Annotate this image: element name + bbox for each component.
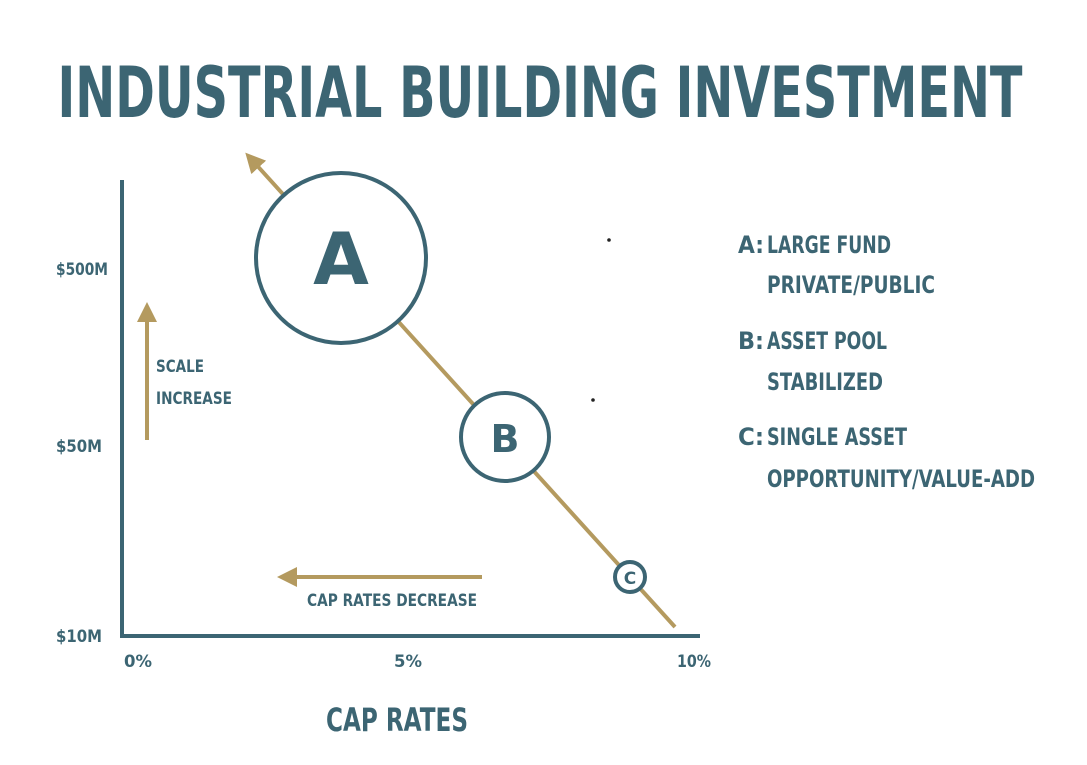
legend-c-line1: SINGLE ASSET xyxy=(767,423,907,451)
x-tick-0: 0% xyxy=(124,652,152,672)
y-tick-500m: $500M xyxy=(56,260,108,280)
legend-a-line2: PRIVATE/PUBLIC xyxy=(767,271,935,299)
legend: A: LARGE FUND PRIVATE/PUBLIC B: ASSET PO… xyxy=(738,231,1035,493)
legend-a-key: A: xyxy=(738,231,764,259)
x-tick-10: 10% xyxy=(677,652,711,672)
x-tick-5: 5% xyxy=(394,652,422,672)
stray-dot xyxy=(591,398,595,402)
legend-b-line1: ASSET POOL xyxy=(767,327,887,355)
legend-b-key: B: xyxy=(738,327,764,355)
stray-dot xyxy=(607,238,611,242)
page-title: INDUSTRIAL BUILDING INVESTMENT xyxy=(58,52,1023,134)
node-b-circle xyxy=(459,391,551,483)
node-c-circle xyxy=(613,560,647,594)
scale-label-line2: INCREASE xyxy=(156,389,232,409)
scale-label-line1: SCALE xyxy=(156,357,204,377)
legend-c-line2: OPPORTUNITY/VALUE-ADD xyxy=(767,465,1035,493)
node-b-label: B xyxy=(491,417,520,461)
y-tick-10m: $10M xyxy=(56,627,102,647)
x-axis-label: CAP RATES xyxy=(326,701,468,739)
cap-rates-decrease-label: CAP RATES DECREASE xyxy=(307,591,477,611)
node-a-circle xyxy=(254,171,428,345)
y-tick-50m: $50M xyxy=(56,437,102,457)
legend-b-line2: STABILIZED xyxy=(767,368,883,396)
legend-c-key: C: xyxy=(738,423,764,451)
node-a-label: A xyxy=(313,217,369,301)
node-c-label: C xyxy=(624,569,636,589)
legend-a-line1: LARGE FUND xyxy=(767,231,891,259)
